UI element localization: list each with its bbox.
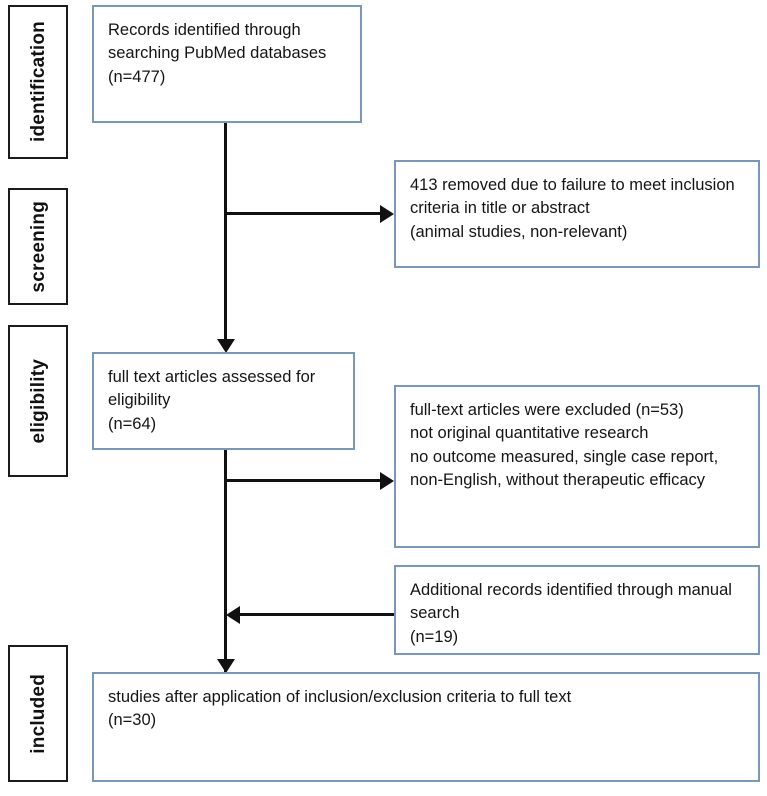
stage-label-eligibility: eligibility	[8, 325, 68, 477]
node-full-text-assessed-text: full text articles assessed for eligibil…	[108, 368, 316, 433]
arrow-left-to-trunk	[226, 606, 240, 624]
stage-label-screening-text: screening	[27, 200, 49, 293]
connector-fulltext-to-included	[224, 450, 227, 672]
arrow-down-to-fulltext	[217, 339, 235, 353]
node-records-removed: 413 removed due to failure to meet inclu…	[394, 160, 760, 268]
node-studies-included-text: studies after application of inclusion/e…	[108, 688, 572, 730]
stage-label-included-text: included	[27, 673, 49, 754]
stage-label-included: included	[8, 645, 68, 782]
arrow-down-to-included	[217, 659, 235, 673]
node-studies-included: studies after application of inclusion/e…	[92, 672, 760, 782]
stage-label-identification-text: identification	[27, 21, 49, 143]
arrow-right-to-excluded	[380, 472, 394, 490]
stage-label-identification: identification	[8, 5, 68, 159]
node-additional-records: Additional records identified through ma…	[394, 565, 760, 655]
connector-trunk-to-removed	[224, 212, 384, 215]
node-records-identified-text: Records identified through searching Pub…	[108, 21, 327, 86]
node-additional-records-text: Additional records identified through ma…	[410, 581, 732, 646]
connector-records-to-fulltext	[224, 122, 227, 344]
connector-trunk-to-excluded	[224, 479, 384, 482]
stage-label-screening: screening	[8, 188, 68, 305]
stage-label-eligibility-text: eligibility	[27, 358, 49, 444]
node-full-text-assessed: full text articles assessed for eligibil…	[92, 352, 355, 450]
node-full-text-excluded-text: full-text articles were excluded (n=53) …	[410, 401, 719, 490]
arrow-right-to-removed	[380, 205, 394, 223]
node-records-removed-text: 413 removed due to failure to meet inclu…	[410, 176, 735, 241]
connector-additional-to-trunk	[240, 613, 394, 616]
node-records-identified: Records identified through searching Pub…	[92, 5, 362, 123]
node-full-text-excluded: full-text articles were excluded (n=53) …	[394, 385, 760, 548]
